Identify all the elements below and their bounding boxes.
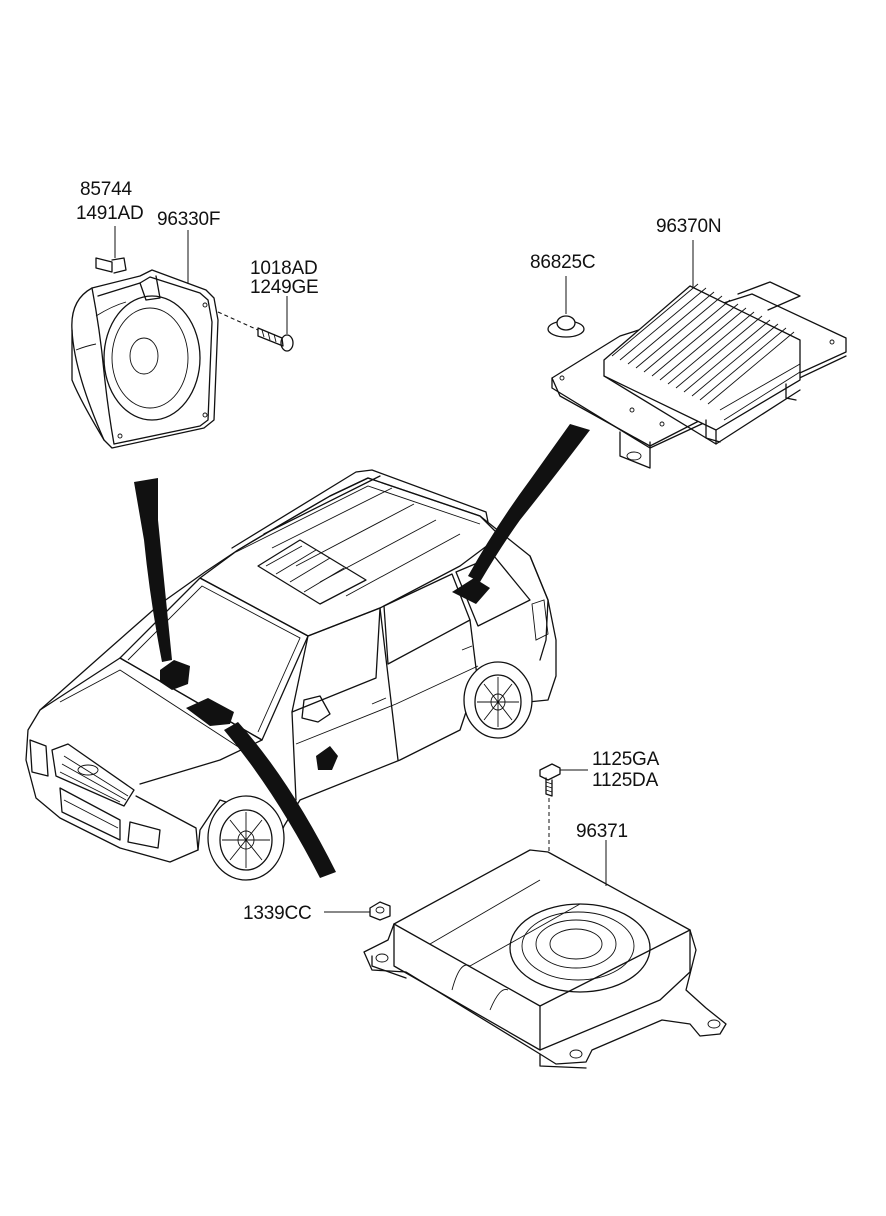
pointer-subwoofer (224, 722, 336, 878)
label-1125DA: 1125DA (592, 770, 659, 791)
subwoofer-bolt (539, 763, 588, 852)
amplifier (551, 281, 847, 469)
location-marker-door (160, 660, 190, 690)
subwoofer-nut (324, 901, 391, 921)
location-marker-rear (452, 578, 490, 604)
label-1491AD: 1491AD (76, 203, 144, 224)
label-96371: 96371 (576, 821, 628, 842)
pointer-speaker (134, 478, 172, 662)
location-marker-cowl (186, 698, 234, 726)
location-marker-front-door (316, 746, 338, 770)
label-1249GE: 1249GE (250, 277, 319, 298)
label-1339CC: 1339CC (243, 903, 312, 924)
label-1018AD: 1018AD (250, 258, 318, 279)
label-85744: 85744 (80, 179, 132, 200)
speaker-screw (217, 296, 294, 352)
label-96330F: 96330F (157, 209, 221, 230)
vehicle (25, 469, 557, 881)
amplifier-clip (547, 276, 585, 338)
speaker-rivet (95, 226, 127, 274)
subwoofer (363, 849, 727, 1069)
label-1125GA: 1125GA (592, 749, 660, 770)
label-96370N: 96370N (656, 216, 722, 237)
pointer-amplifier (468, 424, 590, 582)
label-86825C: 86825C (530, 252, 596, 273)
door-speaker (71, 269, 219, 449)
